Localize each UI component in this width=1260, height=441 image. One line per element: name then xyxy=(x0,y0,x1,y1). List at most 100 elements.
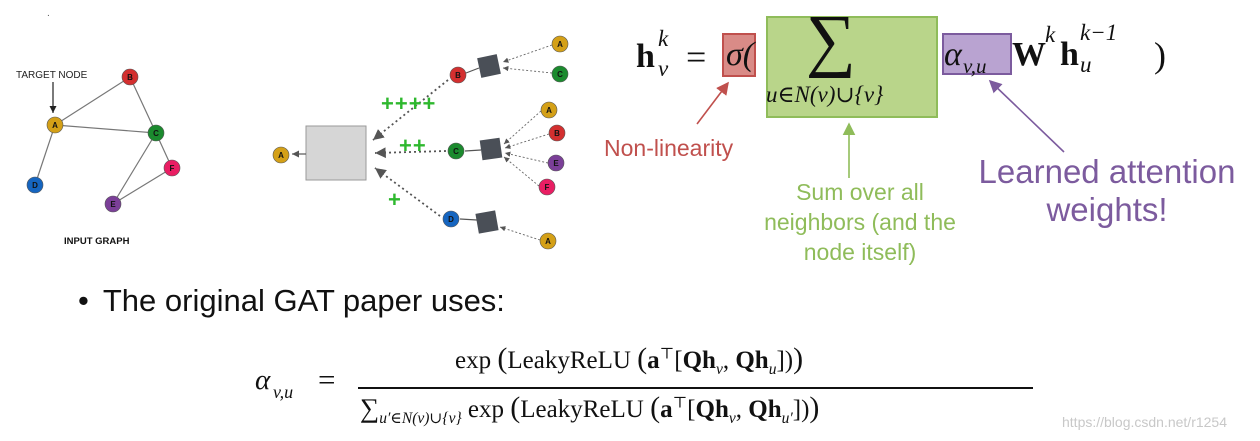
attention-label-line1: Learned attention xyxy=(978,153,1236,190)
num-top: ⊤ xyxy=(659,345,675,363)
den-q2: Q xyxy=(748,396,768,423)
formula-w-sup: k xyxy=(1045,22,1056,47)
attn-equals: = xyxy=(318,362,336,397)
attention-formula: α v,u = exp (LeakyReLU (a⊤[Qhv, Qhu])) ∑… xyxy=(255,338,1045,438)
edge-b-c xyxy=(129,76,157,134)
graph-node-b: B xyxy=(121,68,139,86)
tree-leaf-c-b: B xyxy=(548,124,566,142)
formula-h-sub: u xyxy=(1080,52,1092,77)
graph-node-a-label: A xyxy=(52,121,58,130)
edge-e-f xyxy=(112,167,173,205)
formula-lhs-sup: k xyxy=(658,26,669,51)
tree-leaf-b-c: C xyxy=(551,65,569,83)
corner-mark: . xyxy=(47,8,50,19)
svg-text:D: D xyxy=(448,215,454,224)
sum-label-line2: neighbors (and the xyxy=(764,209,956,235)
target-node-label: TARGET NODE xyxy=(16,70,88,81)
svg-text:A: A xyxy=(545,237,551,246)
formula-h-sup: k−1 xyxy=(1080,20,1118,45)
formula-alpha-sub: v,u xyxy=(963,54,987,78)
arrow-b-to-root xyxy=(372,79,449,141)
gnn-update-formula: h k v = σ( ∑ u∈N(v)∪{v} α v,u W k h k−1 … xyxy=(636,6,1176,126)
graph-node-d-label: D xyxy=(32,181,38,190)
svg-text:C: C xyxy=(557,70,563,79)
num-h2: h xyxy=(754,347,769,374)
num-q2: Q xyxy=(735,347,755,374)
tree-leaf-c-e: E xyxy=(547,154,565,172)
formula-sum-sub: u∈N(v)∪{v} xyxy=(766,82,884,107)
den-q1: Q xyxy=(695,396,715,423)
attn-numerator: exp (LeakyReLU (a⊤[Qhv, Qhu])) xyxy=(455,342,804,378)
den-sum-sub: u′∈N(v)∪{v} xyxy=(379,410,462,427)
formula-sum-symbol: ∑ xyxy=(806,2,856,79)
graph-node-f-label: F xyxy=(170,164,175,173)
attention-label-line2: weights! xyxy=(1046,191,1168,228)
formula-alpha: α xyxy=(944,36,962,73)
edge-a-d xyxy=(34,124,56,186)
den-exp: exp xyxy=(467,396,505,423)
attn-lhs: α xyxy=(255,364,271,396)
den-top: ⊤ xyxy=(672,394,688,412)
sum-label-line3: node itself) xyxy=(803,239,917,265)
edge-c-e xyxy=(112,132,157,205)
svg-text:E: E xyxy=(553,159,559,168)
den-h2-sub: u′ xyxy=(781,410,793,427)
den-fn: LeakyReLU xyxy=(520,396,644,423)
attn-denominator: ∑u′∈N(v)∪{v} exp (LeakyReLU (a⊤[Qhv, Qhu… xyxy=(360,391,820,427)
attention-mark-b: ++++ xyxy=(381,91,436,116)
arrow-c-to-root xyxy=(374,147,447,159)
root-aggregator-box xyxy=(305,125,367,181)
edge-a-b xyxy=(54,76,131,126)
den-h1: h xyxy=(714,396,729,423)
num-h1-sub: v xyxy=(715,361,723,378)
bullet-item: •The original GAT paper uses: xyxy=(78,283,505,319)
num-exp: exp xyxy=(455,347,492,374)
den-a: a xyxy=(660,396,673,423)
num-h2-sub: u xyxy=(768,361,777,378)
svg-text:B: B xyxy=(554,129,560,138)
num-h1: h xyxy=(702,347,716,374)
nonlinearity-label: Non-linearity xyxy=(604,135,734,161)
graph-node-e-label: E xyxy=(110,200,116,209)
formula-lhs: h xyxy=(636,38,655,76)
graph-node-a: A xyxy=(46,116,64,134)
watermark-text: https://blog.csdn.net/r1254 xyxy=(1062,414,1227,430)
num-a: a xyxy=(647,347,660,374)
tree-node-d: D xyxy=(442,210,499,234)
sum-label-line1: Sum over all xyxy=(796,179,924,205)
tree-leaf-c-a: A xyxy=(540,101,558,119)
den-sum: ∑ xyxy=(360,393,380,423)
graph-node-f: F xyxy=(163,159,181,177)
attention-label: Learned attention weights! xyxy=(962,153,1252,229)
attn-lhs-sub: v,u xyxy=(273,382,294,402)
formula-lhs-base: h xyxy=(636,38,655,75)
num-q1: Q xyxy=(682,347,703,374)
attn-fraction-bar xyxy=(358,387,1033,389)
svg-text:A: A xyxy=(546,106,552,115)
red-highlight-box xyxy=(722,33,756,77)
green-highlight-box xyxy=(766,16,938,118)
bullet-marker: • xyxy=(78,283,89,318)
svg-text:A: A xyxy=(557,40,563,49)
purple-highlight-box xyxy=(942,33,1012,75)
graph-node-e: E xyxy=(104,195,122,213)
tree-leaf-c-f: F xyxy=(538,178,556,196)
svg-text:A: A xyxy=(278,151,284,160)
arrow-d-to-root xyxy=(374,167,441,217)
formula-sigma: σ( xyxy=(726,36,755,73)
graph-node-d: D xyxy=(26,176,44,194)
tree-leaf-d-a: A xyxy=(539,232,557,250)
tree-leaf-b-a: A xyxy=(551,35,569,53)
attention-mark-d: + xyxy=(388,187,401,212)
arrow-nonlinearity xyxy=(696,81,729,125)
formula-equals: = xyxy=(686,37,707,77)
tree-node-b: B xyxy=(449,54,501,84)
den-h1-sub: v xyxy=(728,410,736,427)
svg-text:F: F xyxy=(545,183,550,192)
tree-node-c: C xyxy=(447,137,503,161)
graph-node-c: C xyxy=(147,124,165,142)
input-graph-caption: INPUT GRAPH xyxy=(64,236,130,247)
